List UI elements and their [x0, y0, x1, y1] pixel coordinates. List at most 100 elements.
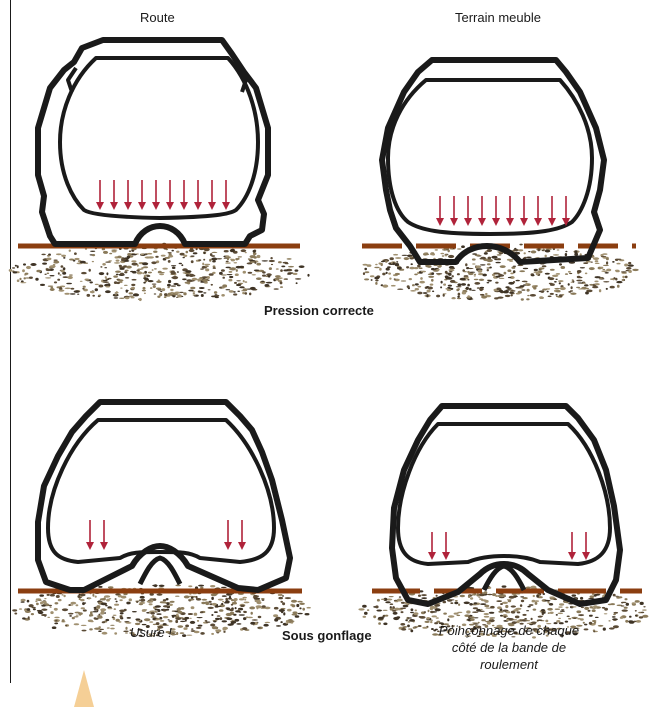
soil-speck [164, 296, 167, 298]
soil-speck [166, 598, 169, 600]
soil-speck [85, 279, 90, 281]
soil-speck [412, 284, 415, 286]
soil-speck [69, 259, 74, 261]
soil-speck [507, 599, 512, 600]
soil-speck [116, 260, 120, 262]
soil-speck [252, 274, 256, 275]
soil-speck [212, 626, 218, 629]
soil-speck [531, 250, 537, 253]
soil-speck [558, 280, 564, 282]
soil-speck [182, 634, 186, 637]
pressure-arrow [478, 196, 486, 226]
soil-speck [213, 265, 216, 267]
soil-speck [516, 280, 520, 282]
tire-inner-wall [48, 420, 274, 562]
soil-speck [191, 280, 195, 281]
soil-speck [105, 278, 108, 279]
soil-speck [132, 271, 136, 274]
soil-speck [193, 292, 196, 294]
soil-speck [163, 599, 166, 601]
soil-speck [479, 594, 485, 597]
soil-speck [153, 598, 157, 601]
soil-speck [624, 264, 628, 267]
soil-speck [119, 621, 122, 623]
soil-speck [419, 616, 422, 618]
soil-speck [526, 257, 532, 259]
soil-speck [185, 282, 191, 284]
soil-speck [199, 287, 205, 289]
soil-speck [379, 268, 382, 271]
soil-speck [274, 607, 279, 610]
soil-speck [606, 288, 608, 290]
soil-speck [63, 276, 68, 278]
soil-speck [401, 602, 405, 604]
soil-speck [542, 265, 547, 267]
soil-speck [184, 595, 190, 598]
soil-speck [29, 277, 33, 279]
soil-speck [571, 606, 577, 607]
soil-speck [262, 605, 266, 608]
soil-speck [509, 596, 515, 599]
soil-speck [626, 603, 629, 606]
soil-speck [448, 273, 452, 276]
note-punching-line-1: Poinçonnage de chaque [414, 622, 604, 639]
soil-speck [505, 605, 508, 608]
soil-speck [211, 284, 213, 286]
soil-speck [116, 601, 118, 603]
soil-speck [100, 266, 102, 268]
pressure-arrow [568, 532, 576, 560]
soil-speck [271, 264, 273, 265]
soil-speck [236, 623, 241, 625]
soil-speck [270, 257, 272, 259]
soil-speck [385, 601, 391, 603]
soil-speck [522, 597, 528, 599]
soil-speck [431, 268, 435, 270]
soil-speck [74, 616, 79, 617]
soil-speck [457, 298, 461, 299]
soil-speck [580, 267, 585, 268]
soil-speck [162, 288, 166, 291]
soil-speck [511, 267, 515, 269]
soil-speck [417, 292, 422, 295]
soil-speck [27, 600, 30, 603]
soil-speck [509, 292, 514, 294]
soil-speck [280, 601, 283, 603]
soil-speck [556, 273, 560, 275]
soil-speck [31, 607, 35, 609]
pressure-arrow [492, 196, 500, 226]
soil-speck [131, 260, 136, 262]
soil-speck [394, 608, 399, 611]
soil-speck [488, 257, 492, 260]
soil-speck [457, 612, 462, 613]
soil-speck [188, 613, 193, 615]
soil-speck [454, 602, 458, 604]
soil-speck [642, 609, 647, 610]
soil-speck [114, 297, 119, 298]
soil-speck [201, 294, 204, 297]
soil-speck [112, 616, 115, 618]
soil-speck [278, 594, 283, 596]
soil-speck [36, 270, 41, 273]
tire-inner-wall [60, 58, 258, 218]
soil-speck [157, 609, 160, 612]
soil-speck [30, 263, 36, 266]
soil-speck [457, 283, 461, 286]
soil-speck [592, 609, 596, 612]
soil-speck [159, 585, 165, 587]
soil-speck [83, 286, 86, 288]
soil-speck [144, 271, 147, 274]
soil-speck [230, 249, 235, 252]
soil-speck [202, 263, 204, 266]
soil-speck [139, 603, 143, 605]
soil-speck [156, 281, 161, 283]
pressure-arrow [96, 180, 104, 210]
soil-speck [104, 267, 107, 268]
soil-speck [117, 256, 121, 259]
soil-speck [146, 275, 150, 277]
soil-speck [530, 586, 536, 589]
soil-speck [125, 270, 129, 272]
soil-speck [407, 617, 412, 618]
soil-speck [432, 615, 437, 617]
soil-speck [487, 263, 491, 265]
soil-speck [266, 282, 272, 284]
